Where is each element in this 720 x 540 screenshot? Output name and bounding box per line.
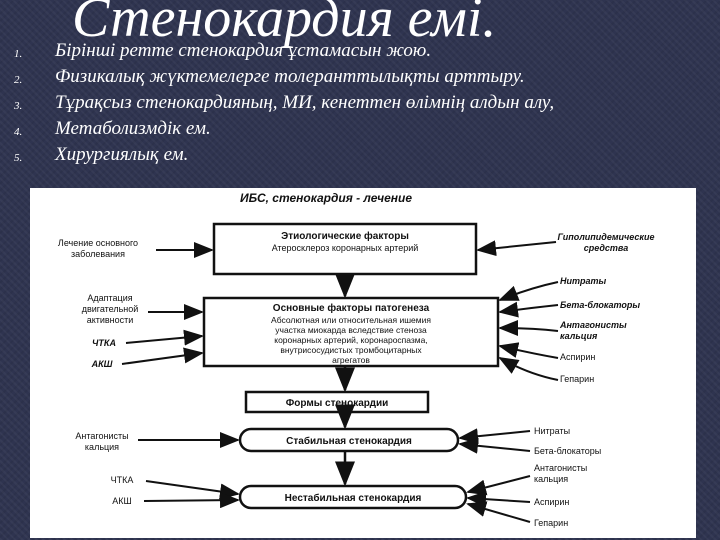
treatment-diagram: ИБС, стенокардия - лечение Этиологически…: [30, 188, 696, 538]
pathogenesis-heading: Основные факторы патогенеза: [273, 302, 430, 314]
etiology-sub: Атеросклероз коронарных артерий: [272, 243, 419, 253]
right-label: Аспирин: [534, 497, 569, 507]
list-number: 1.: [14, 48, 23, 60]
right-label: Аспирин: [560, 352, 595, 362]
list-text: Метаболизмдік ем.: [55, 118, 211, 139]
right-label: Бета-блокаторы: [534, 446, 601, 456]
left-label: Антагонисты: [75, 431, 128, 441]
left-label: АКШ: [91, 359, 113, 369]
pathogenesis-line: Абсолютная или относительная ишемия: [271, 315, 431, 325]
list-number: 3.: [14, 100, 23, 112]
list-number: 4.: [14, 126, 23, 138]
left-label: Лечение основного: [58, 238, 138, 248]
right-label: средства: [584, 243, 629, 253]
right-label: Гепарин: [534, 518, 568, 528]
left-label: кальция: [85, 442, 119, 452]
left-label: активности: [87, 315, 134, 325]
left-label: Адаптация: [87, 293, 132, 303]
forms-label: Формы стенокардии: [286, 398, 389, 409]
right-label: Нитраты: [534, 426, 570, 436]
left-label: ЧТКА: [111, 475, 134, 485]
left-label: ЧТКА: [92, 338, 116, 348]
right-label: Антагонисты: [559, 320, 627, 330]
slide-title: Стенокардия емі.: [72, 0, 497, 49]
pathogenesis-line: внутрисосудистых тромбоцитарных: [280, 345, 422, 355]
diagram-title: ИБС, стенокардия - лечение: [240, 191, 412, 205]
list-text: Физикалық жүктемелерге толеранттылықты а…: [55, 66, 525, 87]
left-label: двигательной: [82, 304, 139, 314]
list-text: Тұрақсыз стенокардияның, МИ, кенеттен өл…: [55, 92, 555, 113]
right-label: Бета-блокаторы: [560, 300, 640, 310]
pathogenesis-line: участка миокарда вследствие стеноза: [275, 325, 427, 335]
right-label: кальция: [560, 331, 598, 341]
etiology-heading: Этиологические факторы: [281, 230, 409, 242]
list-number: 5.: [14, 152, 23, 164]
right-label: Гиполипидемические: [558, 232, 655, 242]
pathogenesis-line: агрегатов: [332, 355, 370, 365]
pathogenesis-box: [202, 296, 500, 368]
pathogenesis-line: коронарных артерий, коронароспазма,: [274, 335, 428, 345]
right-label: Гепарин: [560, 374, 594, 384]
stable-angina-label: Стабильная стенокардия: [286, 435, 412, 447]
list-text: Бірінші ретте стенокардия ұстамасын жою.: [55, 40, 432, 61]
left-label: заболевания: [71, 249, 125, 259]
right-label: Антагонисты: [534, 463, 587, 473]
diagram-canvas: ИБС, стенокардия - лечение Этиологически…: [58, 191, 655, 528]
left-label: АКШ: [112, 496, 132, 506]
right-label: Нитраты: [560, 276, 607, 286]
list-number: 2.: [14, 74, 23, 86]
list-text: Хирургиялық ем.: [55, 144, 189, 165]
unstable-angina-label: Нестабильная стенокардия: [285, 492, 422, 504]
right-label: кальция: [534, 474, 568, 484]
